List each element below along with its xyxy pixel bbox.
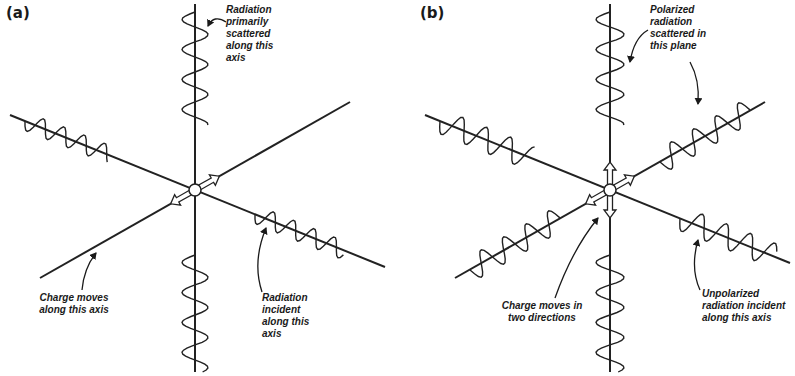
callout-text: Radiation incident along this axis bbox=[262, 292, 326, 340]
wave-curve bbox=[182, 255, 208, 372]
axis-line bbox=[425, 115, 790, 263]
callout-text: Polarized radiation scattered in this pl… bbox=[650, 4, 722, 52]
wave-curve bbox=[440, 118, 535, 165]
wave-curve bbox=[596, 12, 624, 125]
axis-line bbox=[10, 115, 385, 267]
charge-dot bbox=[604, 184, 616, 196]
wave-curve bbox=[255, 212, 343, 258]
wave-curve bbox=[182, 12, 208, 125]
wave-curve bbox=[596, 255, 624, 372]
callout-text: Unpolarized radiation incident along thi… bbox=[702, 288, 786, 324]
axis-line bbox=[455, 102, 765, 278]
leader-arrow bbox=[208, 19, 226, 26]
callout-text: Charge moves along this axis bbox=[26, 292, 122, 316]
wave-curve bbox=[660, 103, 750, 170]
panel-letter: (a) bbox=[6, 5, 46, 22]
charge-dot bbox=[189, 184, 201, 196]
wave-curve bbox=[25, 119, 107, 162]
leader-arrow bbox=[694, 240, 700, 290]
panel-letter: (b) bbox=[420, 5, 460, 22]
wave-curve bbox=[680, 214, 777, 260]
leader-arrow bbox=[82, 253, 96, 290]
leader-arrow bbox=[630, 30, 648, 62]
leader-arrow bbox=[258, 228, 266, 292]
callout-text: Radiation primarily scattered along this… bbox=[226, 4, 288, 64]
callout-text: Charge moves in two directions bbox=[500, 300, 584, 324]
leader-arrow bbox=[690, 62, 698, 104]
wave-curve bbox=[470, 211, 560, 278]
leader-arrow bbox=[555, 218, 598, 298]
axis-line bbox=[40, 102, 350, 278]
